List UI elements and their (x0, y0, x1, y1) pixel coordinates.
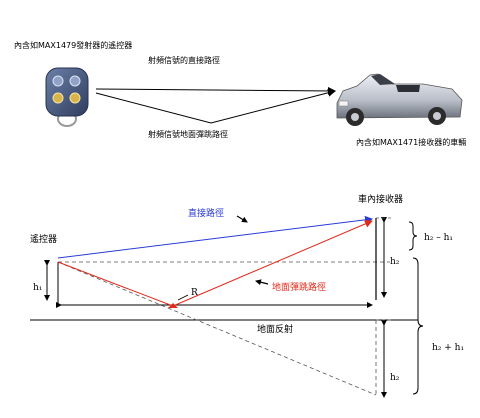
remote-label: 遙控器 (30, 235, 58, 245)
direct-path-vector (57, 215, 373, 259)
direct-path-label: 直接路徑 (188, 209, 225, 219)
bounce-path-line (95, 88, 336, 124)
image-path-line (57, 261, 377, 396)
bounce-label-pointer (255, 279, 269, 286)
diff-brace (408, 221, 418, 251)
direct-path-line (95, 86, 336, 95)
car-caption: 內含如MAX1471接收器的車輛 (356, 138, 467, 147)
convertible-car-image (336, 73, 463, 126)
bounce-reflected-vector (172, 220, 373, 307)
ground-bounce-caption: 射頻信號地面彈跳路徑 (148, 130, 228, 139)
ground-bounce-label: 地面彈跳路徑 (272, 283, 327, 293)
sum-label: h₂ + h₁ (432, 343, 465, 353)
key-fob-image (45, 67, 89, 127)
remote-caption: 內含如MAX1479發射器的遙控器 (14, 41, 133, 50)
direct-label-pointer (236, 215, 248, 223)
bounce-incident-vector (57, 261, 174, 307)
reflection-point (168, 303, 178, 308)
diff-label: h₂ – h₁ (424, 233, 454, 243)
direct-path-caption: 射頻信號的直接路徑 (148, 56, 220, 65)
r-label-pointer (177, 294, 189, 301)
sum-brace (412, 257, 424, 395)
receiver-label: 車內接收器 (358, 195, 404, 205)
ground-reflection-label: 地面反射 (257, 325, 294, 335)
h1-label: h₁ (33, 283, 43, 293)
h2-label: h₂ (390, 257, 400, 267)
h2-image-label: h₂ (390, 373, 400, 383)
r-label: R (191, 288, 198, 298)
